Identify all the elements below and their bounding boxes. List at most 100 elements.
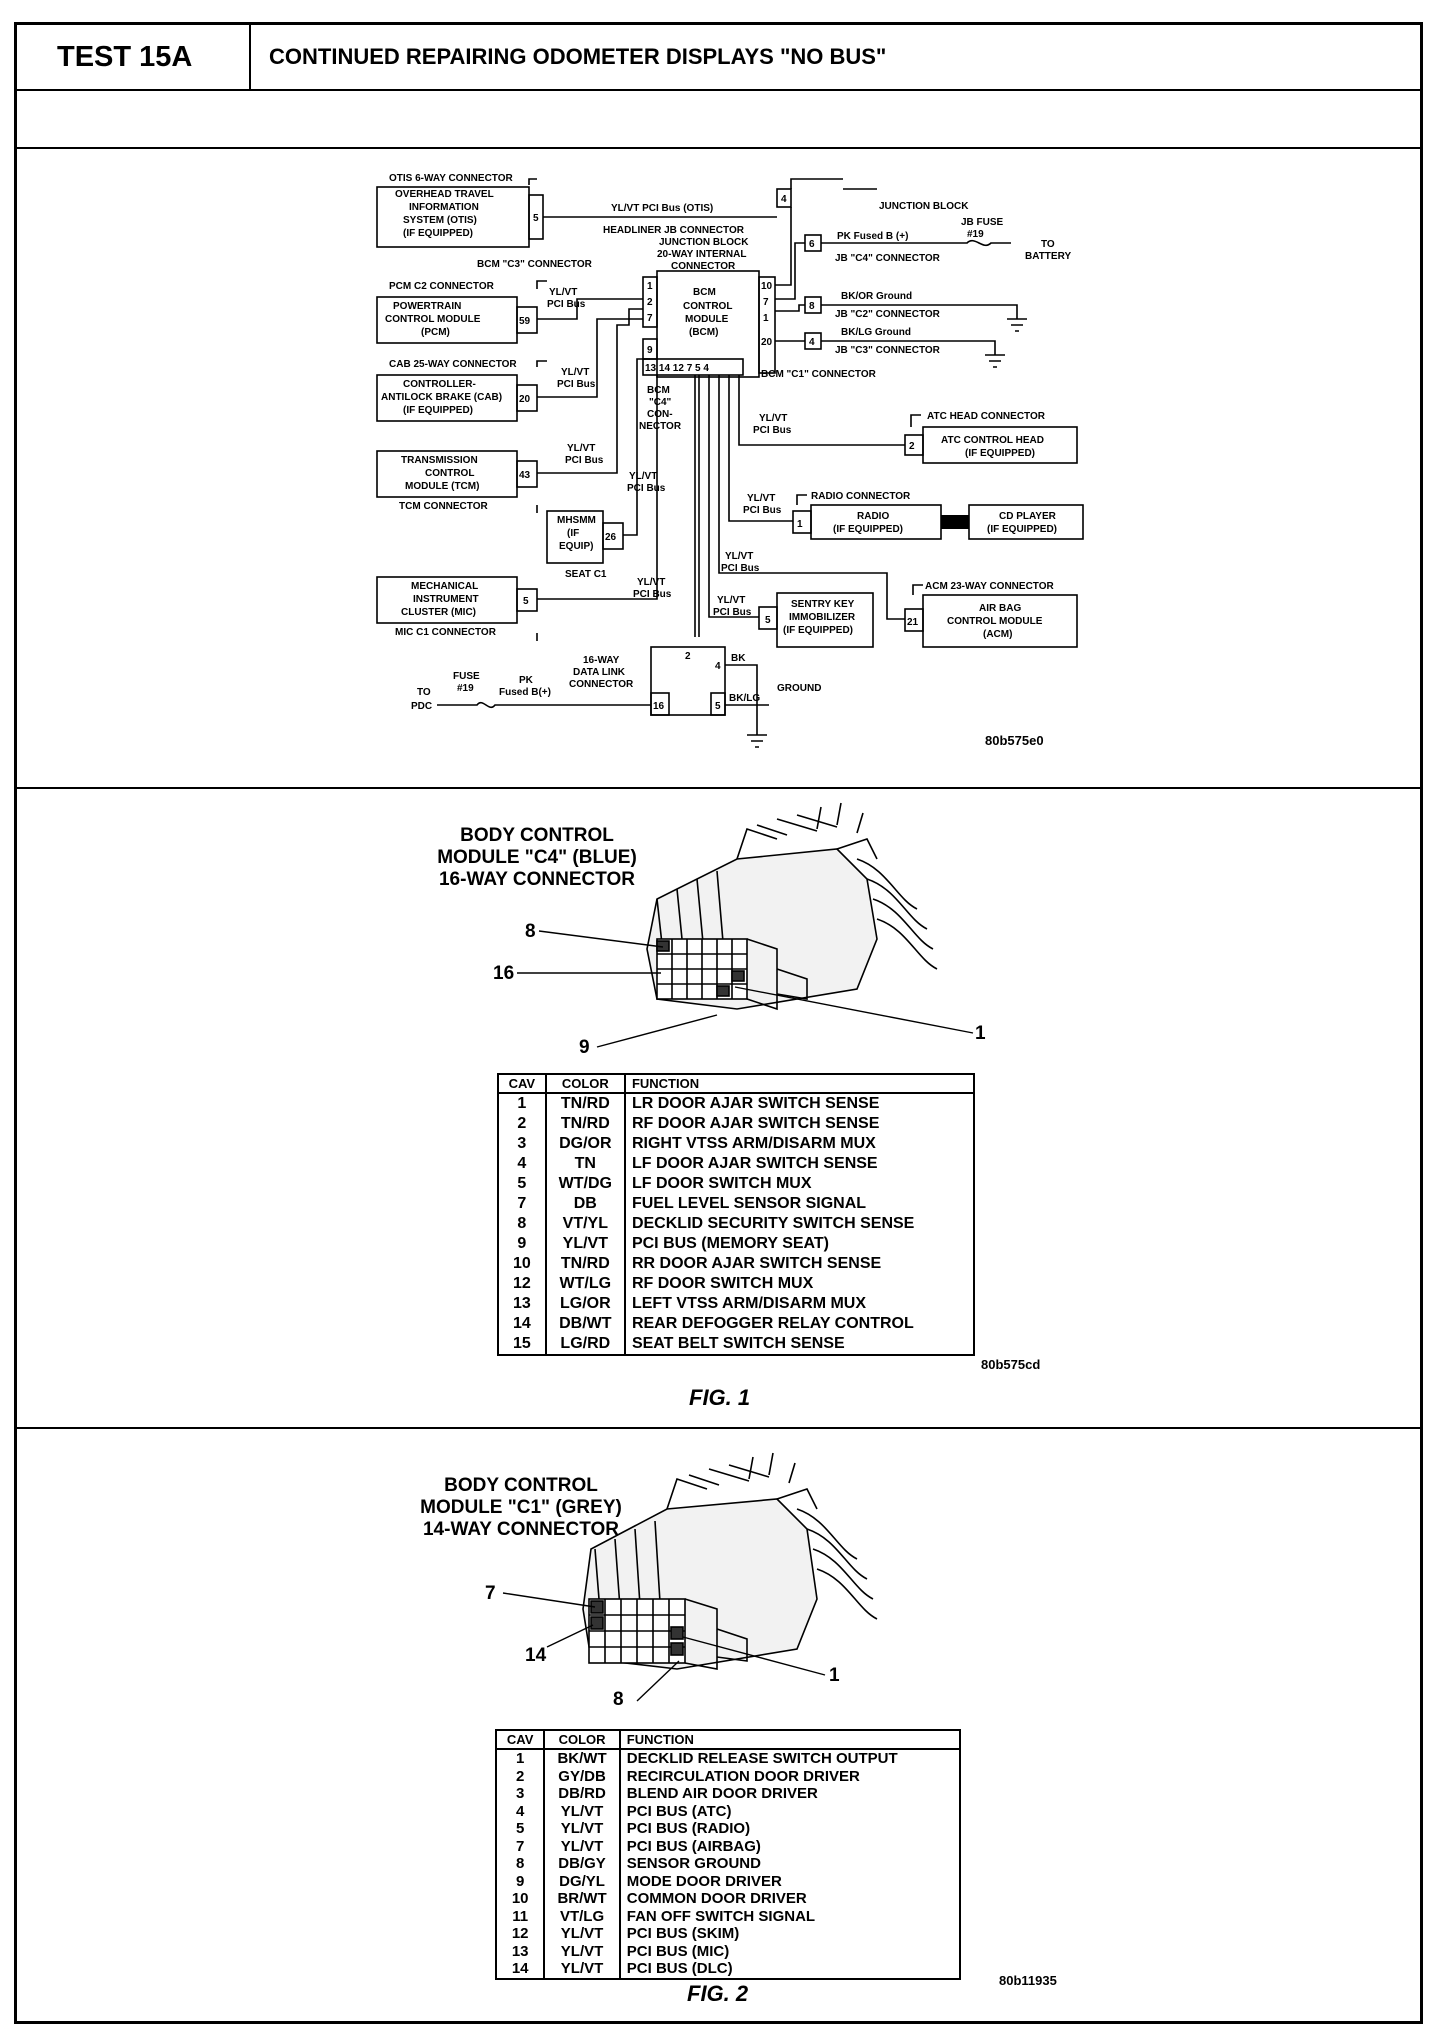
cell-function: PCI BUS (ATC) bbox=[618, 1802, 962, 1820]
fig1-connector-illustration: 8 16 9 1 bbox=[493, 802, 986, 1058]
svg-text:PCI Bus: PCI Bus bbox=[557, 379, 596, 390]
cell-color: YL/VT bbox=[543, 1960, 621, 1980]
page-title: CONTINUED REPAIRING ODOMETER DISPLAYS "N… bbox=[269, 44, 887, 69]
svg-text:5: 5 bbox=[533, 213, 539, 224]
svg-text:NECTOR: NECTOR bbox=[639, 421, 682, 432]
cell-cav: 10 bbox=[497, 1254, 547, 1274]
svg-text:BK/OR Ground: BK/OR Ground bbox=[841, 291, 912, 302]
cell-cav: 3 bbox=[494, 1785, 546, 1803]
svg-text:CONNECTOR: CONNECTOR bbox=[569, 679, 634, 690]
cell-cav: 11 bbox=[494, 1907, 546, 1925]
svg-text:CLUSTER (MIC): CLUSTER (MIC) bbox=[401, 607, 476, 618]
radio-cd-link bbox=[941, 515, 969, 529]
cell-cav: 13 bbox=[494, 1942, 546, 1960]
cell-cav: 4 bbox=[494, 1802, 546, 1820]
svg-text:FUSE: FUSE bbox=[453, 671, 480, 682]
cell-color: DB/GY bbox=[543, 1855, 621, 1873]
svg-text:(IF EQUIPPED): (IF EQUIPPED) bbox=[987, 524, 1057, 535]
svg-text:RADIO: RADIO bbox=[857, 511, 889, 522]
bcm-bottom-pins bbox=[642, 358, 744, 376]
svg-text:GROUND: GROUND bbox=[777, 683, 821, 694]
cell-cav: 5 bbox=[494, 1820, 546, 1838]
svg-text:Fused B(+): Fused B(+) bbox=[499, 687, 551, 698]
svg-text:ACM 23-WAY CONNECTOR: ACM 23-WAY CONNECTOR bbox=[925, 581, 1055, 592]
radio-pin-box bbox=[792, 510, 812, 534]
cell-color: YL/VT bbox=[543, 1942, 621, 1960]
cell-function: MODE DOOR DRIVER bbox=[618, 1872, 962, 1890]
svg-text:CONTROL MODULE: CONTROL MODULE bbox=[947, 616, 1043, 627]
svg-text:2: 2 bbox=[685, 651, 691, 662]
svg-text:BCM: BCM bbox=[647, 385, 670, 396]
svg-text:CONTROL: CONTROL bbox=[425, 468, 474, 479]
cell-function: COMMON DOOR DRIVER bbox=[618, 1890, 962, 1908]
svg-text:AIR BAG: AIR BAG bbox=[979, 603, 1021, 614]
svg-text:JB "C2" CONNECTOR: JB "C2" CONNECTOR bbox=[835, 309, 941, 320]
svg-text:10: 10 bbox=[761, 281, 773, 292]
cell-function: RF DOOR AJAR SWITCH SENSE bbox=[623, 1114, 976, 1134]
svg-text:EQUIP): EQUIP) bbox=[559, 541, 593, 552]
svg-text:(IF EQUIPPED): (IF EQUIPPED) bbox=[403, 228, 473, 239]
svg-text:JB FUSE: JB FUSE bbox=[961, 217, 1004, 228]
cell-function: RR DOOR AJAR SWITCH SENSE bbox=[623, 1254, 976, 1274]
cell-color: WT/LG bbox=[544, 1274, 626, 1294]
svg-text:8: 8 bbox=[809, 301, 815, 312]
svg-text:CONTROL MODULE: CONTROL MODULE bbox=[385, 314, 481, 325]
cell-function: RF DOOR SWITCH MUX bbox=[623, 1274, 976, 1294]
svg-text:PCM C2 CONNECTOR: PCM C2 CONNECTOR bbox=[389, 281, 495, 292]
cell-cav: 7 bbox=[494, 1837, 546, 1855]
fig1-section: BODY CONTROL MODULE "C4" (BLUE) 16-WAY C… bbox=[17, 789, 1420, 1429]
cell-cav: 4 bbox=[497, 1154, 547, 1174]
schematic-ref-code: 80b575e0 bbox=[985, 733, 1044, 748]
pci-bus-schematic: OTIS 6-WAY CONNECTOR OVERHEAD TRAVEL INF… bbox=[376, 173, 1084, 748]
cab-pin-box bbox=[516, 384, 538, 412]
svg-text:4: 4 bbox=[781, 194, 787, 205]
cell-cav: 8 bbox=[497, 1214, 547, 1234]
acm-pin-box bbox=[904, 608, 924, 632]
header-band bbox=[17, 91, 1420, 149]
cell-cav: 3 bbox=[497, 1134, 547, 1154]
svg-text:MODULE (TCM): MODULE (TCM) bbox=[405, 481, 479, 492]
cell-cav: 12 bbox=[494, 1925, 546, 1943]
svg-text:BCM "C3" CONNECTOR: BCM "C3" CONNECTOR bbox=[477, 259, 593, 270]
cell-color: YL/VT bbox=[543, 1802, 621, 1820]
svg-text:BCM "C1" CONNECTOR: BCM "C1" CONNECTOR bbox=[761, 369, 877, 380]
fig2-callout-1: 1 bbox=[829, 1665, 840, 1686]
svg-text:PCI Bus: PCI Bus bbox=[633, 589, 672, 600]
fig1-ref-code: 80b575cd bbox=[981, 1357, 1041, 1372]
cell-function: RIGHT VTSS ARM/DISARM MUX bbox=[623, 1134, 976, 1154]
cell-function: FAN OFF SWITCH SIGNAL bbox=[618, 1907, 962, 1925]
cell-color: VT/LG bbox=[543, 1907, 621, 1925]
cell-function: RECIRCULATION DOOR DRIVER bbox=[618, 1767, 962, 1785]
cell-cav: 1 bbox=[494, 1749, 546, 1768]
svg-text:PCI Bus: PCI Bus bbox=[713, 607, 752, 618]
jb-box bbox=[776, 188, 792, 208]
cell-color: VT/YL bbox=[544, 1214, 626, 1234]
cell-color: WT/DG bbox=[544, 1174, 626, 1194]
svg-text:OVERHEAD TRAVEL: OVERHEAD TRAVEL bbox=[395, 189, 494, 200]
fig2-section: BODY CONTROL MODULE "C1" (GREY) 14-WAY C… bbox=[17, 1429, 1420, 2021]
svg-text:CONTROLLER-: CONTROLLER- bbox=[403, 379, 476, 390]
svg-text:PCI Bus: PCI Bus bbox=[565, 455, 604, 466]
svg-text:JUNCTION BLOCK: JUNCTION BLOCK bbox=[659, 237, 749, 248]
cell-cav: 15 bbox=[497, 1334, 547, 1356]
cell-color: BK/WT bbox=[543, 1749, 621, 1768]
tcm-pin-box bbox=[516, 460, 538, 488]
svg-text:13 14 12 7 5 4: 13 14 12 7 5 4 bbox=[645, 363, 709, 374]
svg-text:PK: PK bbox=[519, 675, 534, 686]
svg-text:INSTRUMENT: INSTRUMENT bbox=[413, 594, 479, 605]
mhsmm-pin-box bbox=[602, 522, 624, 550]
fig1-callout-8: 8 bbox=[525, 921, 536, 942]
svg-text:ATC CONTROL HEAD: ATC CONTROL HEAD bbox=[941, 435, 1044, 446]
svg-text:SEAT C1: SEAT C1 bbox=[565, 569, 607, 580]
svg-text:7: 7 bbox=[647, 313, 653, 324]
svg-text:YL/VT PCI Bus (OTIS): YL/VT PCI Bus (OTIS) bbox=[611, 203, 713, 214]
